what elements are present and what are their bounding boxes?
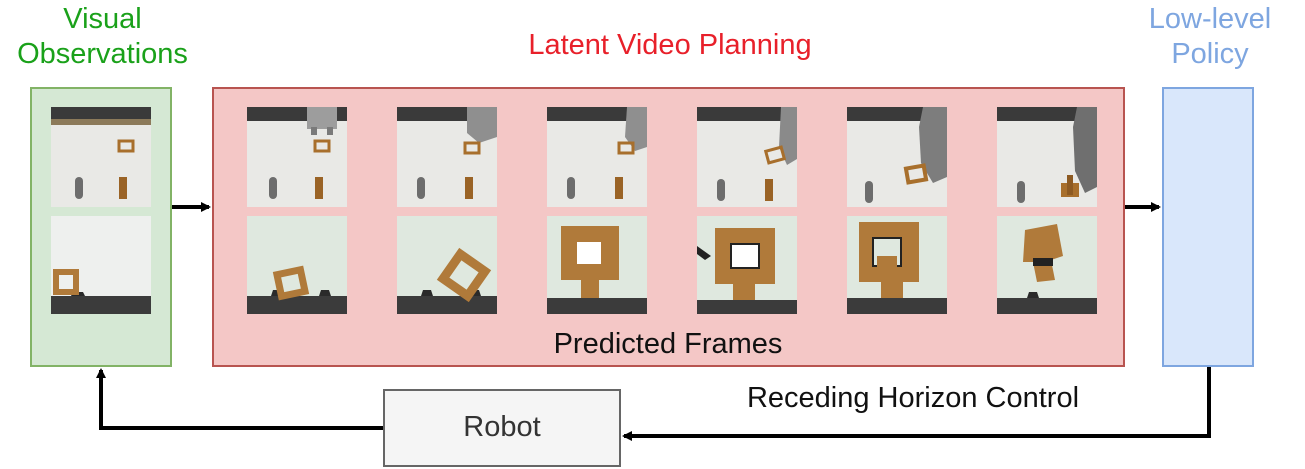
arrow-robot-to-observations <box>96 368 383 430</box>
receding-horizon-control-label: Receding Horizon Control <box>746 382 1080 414</box>
low-level-policy-title: Low-level Policy <box>1115 2 1305 72</box>
observation-frame-top <box>51 107 151 207</box>
observation-frame-bottom <box>51 216 151 314</box>
predicted-frame-top-5 <box>847 107 947 207</box>
predicted-frame-bottom-5 <box>847 216 947 314</box>
arrow-policy-to-robot <box>622 367 1211 441</box>
predicted-frame-bottom-6 <box>997 216 1097 314</box>
predicted-frame-top-2 <box>397 107 497 207</box>
predicted-frame-top-1 <box>247 107 347 207</box>
predicted-frame-bottom-3 <box>547 216 647 314</box>
predicted-frame-top-4 <box>697 107 797 207</box>
low-level-policy-box <box>1162 87 1254 367</box>
latent-video-planning-box <box>212 87 1125 367</box>
predicted-frame-top-6 <box>997 107 1097 207</box>
latent-video-planning-title: Latent Video Planning <box>528 29 812 61</box>
robot-box <box>383 389 621 467</box>
low-level-policy-title-line1: Low-level <box>1148 3 1272 35</box>
visual-observations-title: Visual Observations <box>0 2 205 72</box>
predicted-frames-label: Predicted Frames <box>553 328 783 360</box>
visual-observations-title-line2: Observations <box>17 37 188 70</box>
visual-observations-title-line1: Visual <box>63 3 142 35</box>
predicted-frame-bottom-4 <box>697 216 797 314</box>
low-level-policy-title-line2: Policy <box>1171 37 1249 70</box>
predicted-frame-bottom-1 <box>247 216 347 314</box>
predicted-frame-bottom-2 <box>397 216 497 314</box>
robot-label: Robot <box>463 411 541 443</box>
predicted-frame-top-3 <box>547 107 647 207</box>
